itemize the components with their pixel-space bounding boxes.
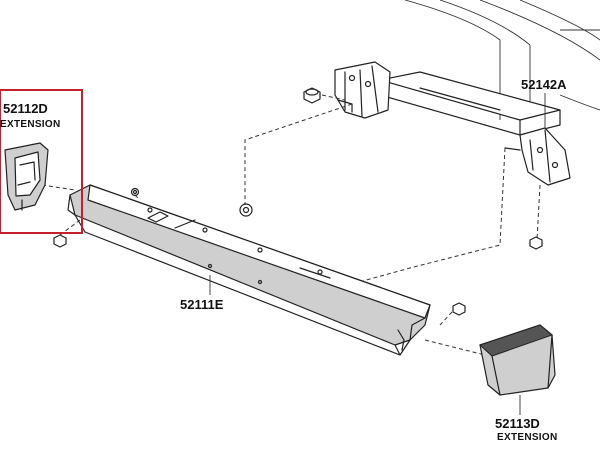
bracket-52142a — [504, 127, 571, 186]
nut-icon — [529, 236, 543, 250]
part-number-52111e: 52111E — [180, 297, 224, 312]
nut-icon — [452, 302, 466, 316]
frame-bracket-left — [334, 61, 391, 119]
highlight-box — [0, 89, 83, 234]
part-number-52142a: 52142A — [521, 77, 567, 92]
nut-icon — [303, 87, 321, 104]
part-name-extension-left: EXTENSION — [0, 119, 61, 130]
part-name-extension-right: EXTENSION — [497, 432, 558, 443]
part-number-52112d: 52112D — [3, 101, 48, 116]
nut-icon — [53, 234, 67, 248]
extension-left — [4, 142, 49, 211]
extension-right — [479, 324, 556, 396]
vehicle-frame — [379, 0, 600, 136]
bolt-icon — [130, 187, 140, 197]
part-number-52113d: 52113D — [495, 416, 540, 431]
assembly-leader-lines — [41, 94, 541, 356]
bumper-bar — [67, 184, 431, 356]
washer-icon — [239, 203, 253, 217]
